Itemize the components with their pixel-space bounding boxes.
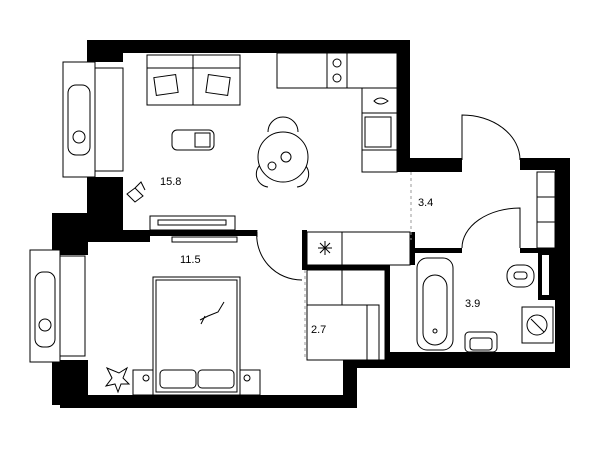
walls	[52, 40, 570, 408]
nightstand-right	[239, 369, 261, 396]
storage-closet	[306, 231, 411, 361]
bedroom-door	[256, 229, 303, 281]
bed	[152, 276, 241, 396]
room-area-storage: 2.7	[311, 324, 327, 336]
toilet	[506, 264, 535, 288]
sink-icon	[364, 116, 392, 148]
sofa	[146, 54, 241, 106]
kitchen-counter	[276, 52, 398, 173]
hall-cabinet	[536, 171, 556, 249]
nightstand-left	[132, 369, 154, 396]
room-area-hallway: 3.4	[418, 197, 434, 209]
stove-burner-icon	[332, 73, 342, 83]
bathroom-sink	[464, 331, 498, 353]
coffee-table	[171, 129, 215, 151]
window-bedroom	[29, 249, 86, 363]
stove-burner-icon	[332, 58, 342, 68]
room-area-bedroom: 11.5	[180, 254, 201, 266]
window-living	[62, 61, 124, 178]
fan-icon	[38, 318, 52, 332]
snowflake-icon	[318, 241, 332, 255]
washing-machine	[521, 306, 554, 344]
room-area-living-kitchen: 15.8	[160, 176, 182, 188]
bathroom-door	[461, 207, 521, 249]
fan-icon	[72, 130, 86, 144]
plant-icon	[104, 366, 131, 394]
dining-table	[255, 116, 310, 188]
plant-icon	[126, 181, 146, 203]
bathtub	[416, 257, 454, 351]
entrance-door	[461, 114, 521, 161]
room-area-bathroom: 3.9	[465, 298, 481, 310]
tv-bedroom	[171, 236, 238, 243]
